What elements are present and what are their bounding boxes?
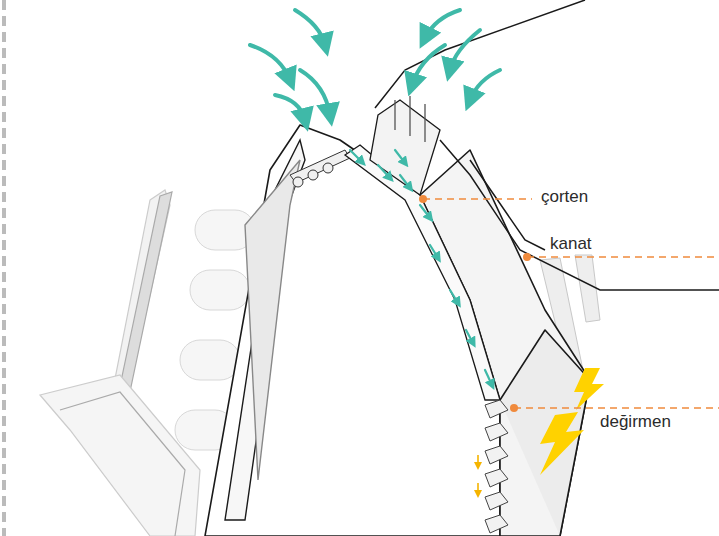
building-body bbox=[205, 125, 590, 536]
part-label: kanat bbox=[547, 234, 595, 254]
mill-vanes bbox=[485, 400, 508, 533]
lightning-symbol bbox=[540, 368, 604, 475]
roof-fins bbox=[290, 150, 350, 187]
leader-dots bbox=[419, 195, 531, 412]
wing bbox=[375, 0, 719, 290]
window-frame bbox=[225, 140, 305, 520]
flow-arrows bbox=[250, 10, 500, 120]
leader-lines bbox=[423, 199, 719, 408]
channel-arrows bbox=[350, 150, 492, 385]
page-border bbox=[2, 0, 6, 536]
drop-arrows bbox=[477, 455, 479, 494]
corten-channel bbox=[345, 96, 500, 400]
part-label: değirmen bbox=[597, 412, 674, 432]
left-frame bbox=[40, 190, 200, 536]
part-label: çorten bbox=[538, 187, 591, 207]
